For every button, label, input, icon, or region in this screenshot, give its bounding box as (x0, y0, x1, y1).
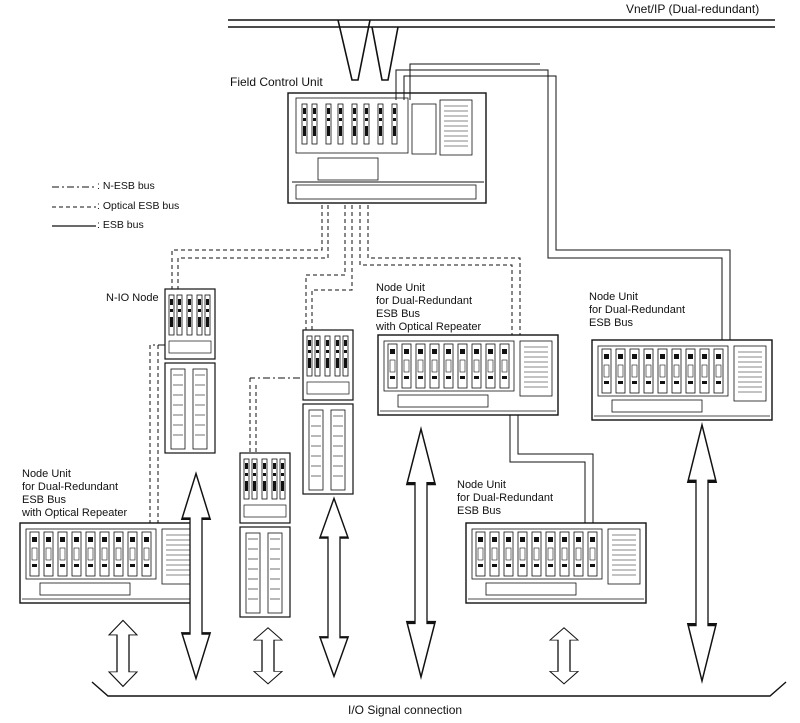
n-io-node-3 (240, 453, 290, 617)
node-unit-right-top (592, 340, 772, 420)
node-unit-optical-top (378, 335, 558, 415)
optical-esb-lines (149, 205, 521, 555)
node-unit-right-bottom-label: Node Unit for Dual-Redundant ESB Bus (457, 479, 554, 517)
arrow-4 (318, 497, 350, 678)
n-esb-lines (150, 344, 300, 379)
io-signal-bracket (91, 681, 787, 697)
vnet-network-lines (228, 19, 775, 81)
n-io-node-2 (303, 330, 353, 494)
arrow-7 (686, 423, 718, 683)
field-control-unit (287, 92, 487, 204)
esb-bus-lines (395, 63, 731, 575)
legend-optical-text: : Optical ESB bus (97, 200, 180, 212)
io-signal-label: I/O Signal connection (348, 703, 463, 717)
legend-esb-text: : ESB bus (97, 219, 144, 231)
nio-node-label: N-IO Node (106, 292, 159, 304)
arrow-5 (405, 427, 437, 679)
legend-n-esb-text: : N-ESB bus (97, 180, 155, 192)
n-io-node-1 (165, 289, 215, 453)
node-unit-right-top-label: Node Unit for Dual-Redundant ESB Bus (589, 291, 686, 329)
legend (52, 186, 96, 227)
arrow-6 (549, 627, 579, 685)
node-unit-right-bottom (466, 523, 646, 603)
node-unit-optical-top-label: Node Unit for Dual-Redundant ESB Bus wit… (376, 282, 482, 333)
node-unit-left (20, 523, 200, 603)
fcu-label: Field Control Unit (230, 75, 323, 89)
arrow-3 (253, 627, 283, 685)
node-unit-left-label: Node Unit for Dual-Redundant ESB Bus wit… (22, 468, 128, 519)
arrow-1 (108, 619, 138, 688)
vnet-label: Vnet/IP (Dual-redundant) (626, 2, 760, 16)
